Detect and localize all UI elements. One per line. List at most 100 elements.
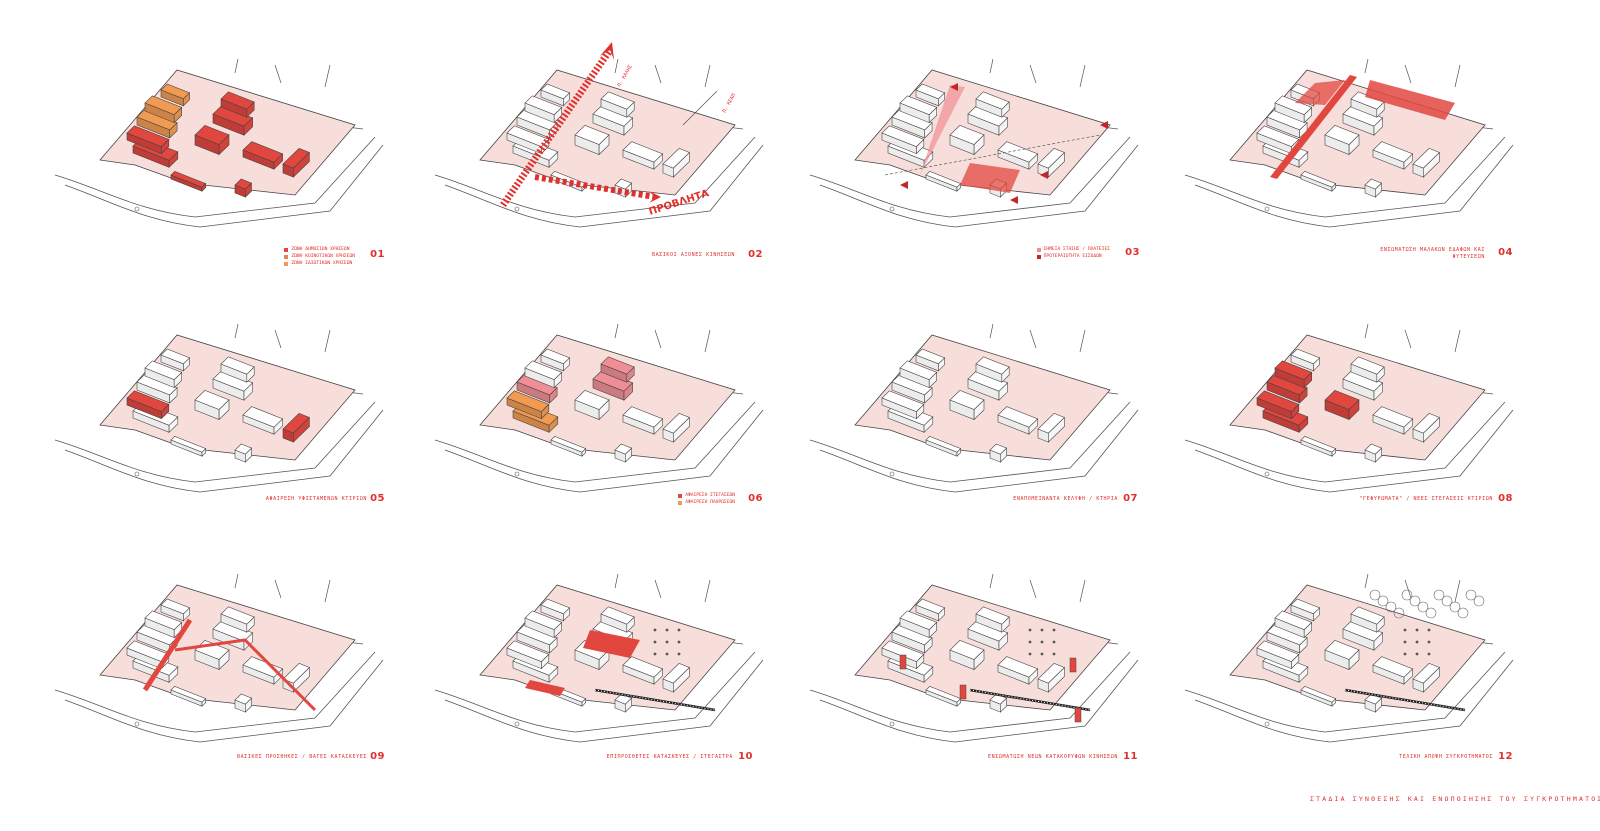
building-chapel-roof — [1364, 443, 1383, 455]
coastline — [434, 136, 756, 218]
entrance-marker — [900, 181, 908, 189]
tree — [1385, 601, 1397, 613]
building-mid-1-roof — [194, 125, 230, 145]
bollard — [1264, 206, 1270, 212]
step-number: 10 — [738, 751, 753, 762]
building-mid-3-roof — [1350, 606, 1385, 625]
diagram-panel-08: "ΓΕΦΥΡΩΜΑΤΑ" / ΝΕΕΣ ΣΤΕΓΑΣΕΙΣ ΚΤΙΡΙΩΝ 08 — [1175, 290, 1555, 555]
axis-dashed — [884, 134, 1101, 176]
coastline — [809, 651, 1131, 733]
building-west-3-roof — [1266, 374, 1308, 396]
building-west-4-roof — [899, 610, 938, 630]
step-caption: ΕΠΙΠΡΟΣΘΕΤΕΣ ΚΑΤΑΣΚΕΥΕΣ / ΣΤΕΓΑΣΤΡΑ — [606, 754, 733, 760]
legend-swatch — [284, 247, 289, 252]
building-mid-2-roof — [967, 370, 1009, 392]
column-dot — [1028, 640, 1032, 644]
building-west-2-roof — [1256, 125, 1300, 147]
coastline — [434, 401, 756, 483]
building-round-roof — [997, 141, 1039, 163]
site-axonometric — [809, 58, 1139, 228]
building-south-roof — [1300, 686, 1337, 703]
diagram-panel-05: ΑΦΑΙΡΕΣΗ ΥΦΙΣΤΑΜΕΝΩΝ ΚΤΙΡΙΩΝ 05 — [45, 290, 425, 555]
column-dot — [677, 628, 681, 632]
entrance-marker — [1100, 121, 1108, 129]
site-axonometric — [809, 573, 1139, 743]
coastline — [444, 144, 764, 228]
column-dot — [1427, 640, 1431, 644]
coastline — [64, 659, 384, 743]
building-east-1-roof — [1037, 663, 1065, 684]
building-mid-2-roof — [1342, 105, 1384, 127]
site-group — [54, 323, 384, 493]
coastline — [54, 651, 376, 733]
column-dot — [1028, 628, 1032, 632]
bollard — [134, 721, 140, 727]
site-group — [1184, 573, 1514, 743]
legend-swatch — [1036, 254, 1041, 259]
vertical-circulation-tower — [1074, 707, 1082, 723]
step-number: 08 — [1498, 493, 1513, 504]
building-west-4-roof — [1274, 360, 1313, 380]
building-west-3-roof — [136, 109, 178, 131]
view-cone — [920, 85, 965, 175]
step-caption: ΒΑΣΙΚΟΙ ΑΞΟΝΕΣ ΚΙΝΗΣΕΩΝ — [651, 252, 735, 258]
building-west-5-roof — [160, 598, 191, 615]
step-caption: ΕΝΑΠΟΜΕΙΝΑΝΤΑ ΚΕΛΥΦΗ / ΚΤΗΡΙΑ — [1013, 496, 1118, 502]
building-round-roof — [622, 656, 664, 678]
step-number: 01 — [370, 249, 385, 260]
building-mid-1-roof — [574, 125, 610, 145]
building-mid-1-roof — [1324, 390, 1360, 410]
building-chapel-roof — [234, 443, 253, 455]
column-dot — [665, 640, 669, 644]
site-axonometric — [1184, 58, 1514, 228]
tree — [1457, 607, 1469, 619]
building-mid-2-roof — [1342, 620, 1384, 642]
building-round-roof — [622, 141, 664, 163]
building-east-1-roof — [1412, 148, 1440, 169]
building-round-roof — [242, 406, 284, 428]
legend-label: ΖΩΝΗ ΙΔΙΩΤΙΚΩΝ ΧΡΗΣΕΩΝ — [291, 261, 353, 266]
building-west-3-roof — [516, 109, 558, 131]
building-mid-2-roof — [592, 370, 634, 392]
column-dot — [1427, 652, 1431, 656]
building-south-roof — [550, 436, 587, 453]
building-mid-3-roof — [975, 606, 1010, 625]
building-mid-1-roof — [1324, 640, 1360, 660]
column-dot — [1415, 652, 1419, 656]
bollard — [1264, 721, 1270, 727]
diagram-panel-03: ΣΗΜΕΙΑ ΣΤΑΣΗΣ / ΠΛΑΤΕΙΕΣ ΠΡΟΤΕΡΑΙΟΤΗΤΑ Ε… — [800, 25, 1180, 290]
column-dot — [1040, 628, 1044, 632]
column-dot — [1052, 628, 1056, 632]
entrance-marker — [1040, 171, 1048, 179]
site-axonometric — [434, 573, 764, 743]
building-west-5-roof — [915, 598, 946, 615]
coastline — [54, 401, 376, 483]
building-west-5-roof — [1290, 598, 1321, 615]
step-caption: ΕΝΣΩΜΑΤΩΣΗ ΝΕΩΝ ΚΑΤΑΚΟΡΥΦΩΝ ΚΙΝΗΣΕΩΝ — [988, 754, 1118, 760]
column-dot — [1427, 628, 1431, 632]
building-west-5-roof — [160, 83, 191, 100]
step-number: 06 — [748, 493, 763, 504]
step-caption: ΤΕΛΙΚΗ ΑΠΟΨΗ ΣΥΓΚΡΟΤΗΜΑΤΟΣ — [1399, 754, 1493, 760]
diagram-panel-12: ΤΕΛΙΚΗ ΑΠΟΨΗ ΣΥΓΚΡΟΤΗΜΑΤΟΣ 12 — [1175, 540, 1555, 805]
column-dot — [1403, 628, 1407, 632]
building-south-roof — [170, 686, 207, 703]
coastline — [819, 659, 1139, 743]
coastline — [64, 144, 384, 228]
diagram-panel-11: ΕΝΣΩΜΑΤΩΣΗ ΝΕΩΝ ΚΑΤΑΚΟΡΥΦΩΝ ΚΙΝΗΣΕΩΝ 11 — [800, 540, 1180, 805]
building-west-4-roof — [1274, 95, 1313, 115]
step-number: 11 — [1123, 751, 1138, 762]
building-chapel-roof — [614, 443, 633, 455]
step-number: 12 — [1498, 751, 1513, 762]
coastline — [54, 136, 376, 218]
column-dot — [653, 628, 657, 632]
column-dot — [665, 628, 669, 632]
building-east-1-roof — [1037, 413, 1065, 434]
site-axonometric — [434, 323, 764, 493]
building-west-3-roof — [891, 109, 933, 131]
site-group — [54, 58, 384, 228]
step-number: 02 — [748, 249, 763, 260]
building-mid-3-roof — [600, 356, 635, 375]
legend: ΖΩΝΗ ΔΗΜΟΣΙΩΝ ΧΡΗΣΕΩΝ ΖΩΝΗ ΚΟΙΝΟΤΙΚΩΝ ΧΡ… — [284, 246, 355, 267]
